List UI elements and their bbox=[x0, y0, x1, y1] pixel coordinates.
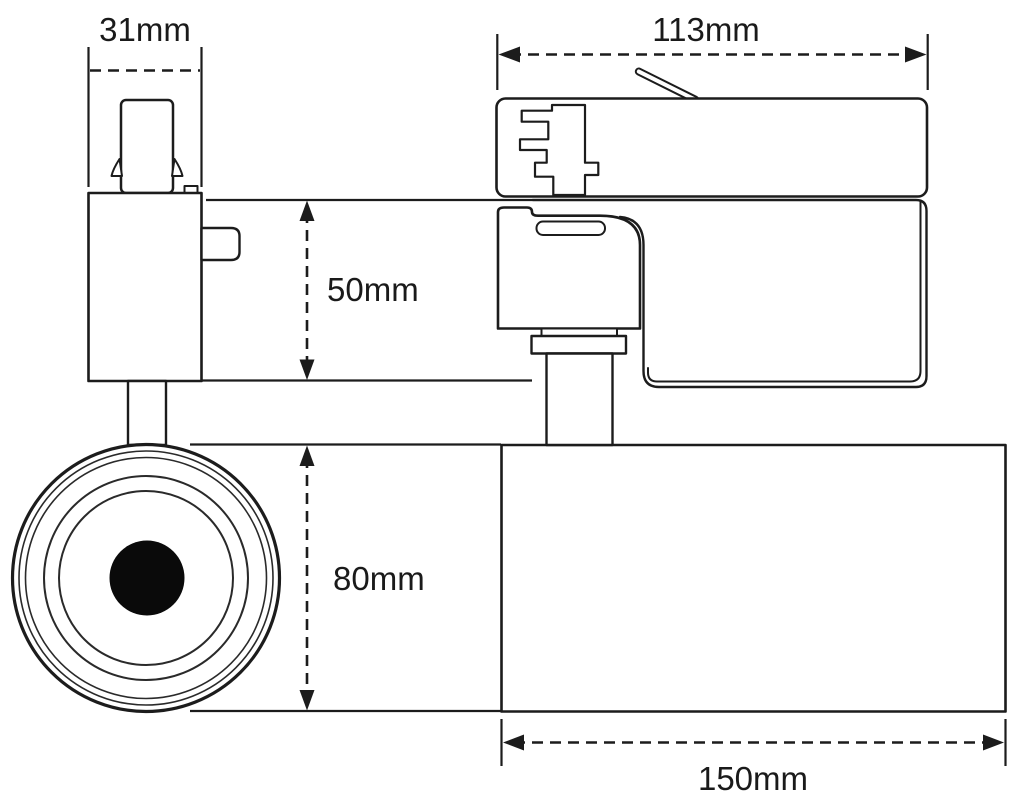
dimension-label: 113mm bbox=[652, 11, 760, 48]
arrowhead-down bbox=[299, 690, 315, 711]
dim-50mm: 50mm bbox=[202, 198, 533, 382]
front-view bbox=[10, 98, 282, 714]
handle-slot bbox=[535, 220, 606, 236]
dimension-label: 80mm bbox=[333, 560, 425, 597]
lamp-body-front bbox=[87, 191, 203, 383]
track-adapter-side bbox=[495, 97, 929, 198]
arrowhead-right bbox=[905, 46, 927, 63]
dim-113mm: 113mm bbox=[496, 11, 929, 90]
dimension-label: 150mm bbox=[698, 760, 808, 797]
yoke-bracket-inner bbox=[647, 200, 922, 383]
mounting-stem-side bbox=[545, 352, 614, 447]
arrowhead-right bbox=[983, 734, 1004, 751]
lens-ring-1 bbox=[18, 450, 274, 706]
lens-ring-4 bbox=[58, 490, 234, 666]
lens-ring-3 bbox=[43, 475, 249, 681]
dim-31mm: 31mm bbox=[87, 11, 203, 187]
dim-80mm: 80mm bbox=[190, 443, 501, 713]
stem-flange bbox=[530, 334, 628, 355]
arrowhead-left bbox=[503, 734, 524, 751]
arrowhead-down bbox=[299, 359, 315, 380]
spring-clip-right bbox=[171, 158, 184, 177]
lamp-head-cylinder bbox=[500, 443, 1007, 713]
arrowhead-up bbox=[299, 445, 315, 466]
gearbox-body bbox=[496, 206, 642, 330]
mounting-stem-front bbox=[126, 379, 168, 447]
spring-clip-left bbox=[110, 158, 123, 177]
side-view bbox=[495, 67, 1007, 713]
arrowhead-left bbox=[498, 46, 520, 63]
dimension-label: 50mm bbox=[327, 271, 419, 308]
led-center bbox=[109, 540, 185, 616]
yoke-bracket-outer bbox=[531, 198, 928, 389]
track-contact-plug bbox=[518, 103, 600, 197]
track-plug-front bbox=[119, 98, 175, 195]
arrowhead-up bbox=[299, 200, 315, 221]
lens-ring-2 bbox=[24, 456, 268, 700]
dimension-label: 31mm bbox=[99, 11, 191, 48]
side-knob bbox=[200, 226, 241, 262]
dim-150mm: 150mm bbox=[500, 719, 1007, 797]
